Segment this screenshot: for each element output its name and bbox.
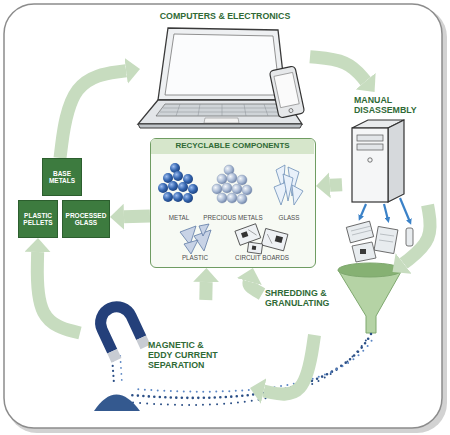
component-label: CIRCUIT BOARDS <box>227 255 297 262</box>
panel-fill <box>150 138 316 268</box>
flow-arrow <box>330 178 342 192</box>
flow-arrow <box>310 57 366 81</box>
component-label: PRECIOUS METALS <box>200 215 266 222</box>
box-label: PLASTIC PELLETS <box>20 212 56 227</box>
component-label: METAL <box>157 215 201 222</box>
metal-icon <box>158 163 198 203</box>
output-box: BASE METALS <box>42 158 82 196</box>
stage-label: COMPUTERS & ELECTRONICS <box>140 11 310 21</box>
flow-arrow <box>264 335 315 394</box>
process-stage: MAGNETIC & EDDY CURRENT SEPARATION <box>80 300 250 410</box>
box-label: BASE METALS <box>44 170 80 185</box>
glass-icon <box>274 165 303 205</box>
circuit-board-icon <box>235 224 288 254</box>
magnet-illustration <box>95 301 145 360</box>
output-box: PROCESSED GLASS <box>62 200 110 238</box>
parts-illustration <box>346 198 413 262</box>
funnel-illustration <box>338 263 402 333</box>
output-box: PLASTIC PELLETS <box>18 200 58 238</box>
stage-label: MANUAL DISASSEMBLY <box>354 95 432 115</box>
component-label: PLASTIC <box>173 255 217 262</box>
precious-metal-icon <box>212 165 252 204</box>
plastic-icon <box>180 224 211 254</box>
tower-illustration <box>352 120 404 202</box>
flow-arrow <box>60 71 126 158</box>
flow-arrow <box>124 210 150 224</box>
panel-heading: RECYCLABLE COMPONENTS <box>151 139 314 154</box>
component-label: GLASS <box>267 215 311 222</box>
process-stage: MANUAL DISASSEMBLY <box>342 92 435 205</box>
process-stage: SHREDDING & GRANULATING <box>262 272 412 335</box>
phone-illustration <box>269 66 304 118</box>
component-panel: RECYCLABLE COMPONENTS METALPRECIOUS METAL… <box>150 138 316 268</box>
flow-arrow <box>199 282 212 300</box>
flow-arrow <box>37 252 80 333</box>
process-stage: COMPUTERS & ELECTRONICS <box>140 8 310 130</box>
particle-pile <box>94 395 140 412</box>
frame <box>4 4 442 428</box>
flow-arrow <box>404 205 431 263</box>
laptop-illustration <box>138 28 302 128</box>
particle-stream <box>112 334 374 405</box>
stage-label: SHREDDING & GRANULATING <box>265 288 343 308</box>
stage-label: MAGNETIC & EDDY CURRENT SEPARATION <box>148 340 224 370</box>
flow-arrow <box>249 282 262 295</box>
box-label: PROCESSED GLASS <box>64 212 108 227</box>
